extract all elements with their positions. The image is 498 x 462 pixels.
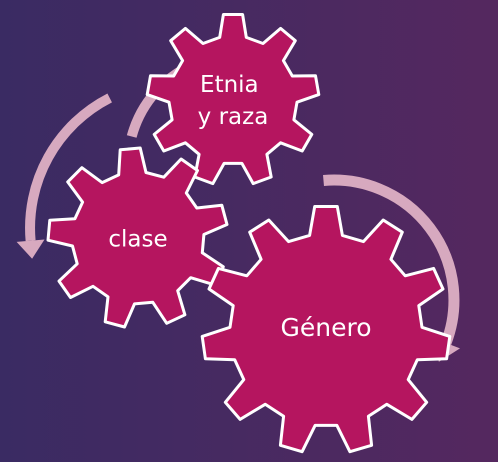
gear-clase: clase <box>46 146 229 329</box>
gear-genero: Género <box>200 205 452 454</box>
arrow-to-clase-head <box>16 239 45 259</box>
gear-genero-label: Género <box>280 313 371 342</box>
arrow-around-genero <box>323 174 460 345</box>
arrow-to-clase <box>25 93 112 242</box>
gear-genero-shape <box>200 205 452 454</box>
gear-etnia-label: Etnia y raza <box>198 72 269 130</box>
gear-etnia-label-line-2: y raza <box>198 104 269 130</box>
gear-clase-label: clase <box>108 227 167 253</box>
gear-etnia: Etnia y raza <box>145 13 321 186</box>
gear-etnia-shape <box>145 13 321 186</box>
gear-etnia-label-line-1: Etnia <box>200 72 259 98</box>
gear-clase-shape <box>46 146 229 329</box>
